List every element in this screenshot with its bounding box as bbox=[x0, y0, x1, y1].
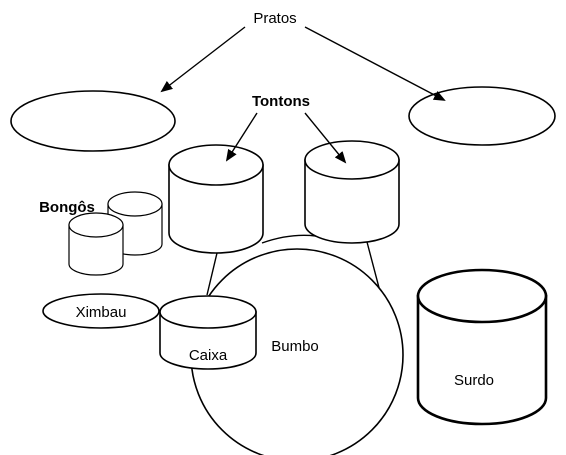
bongo-front-drum bbox=[68, 212, 124, 276]
arrow-pratos-right bbox=[304, 26, 446, 101]
ximbau-cymbal bbox=[42, 293, 160, 329]
prato-right-cymbal bbox=[408, 86, 556, 146]
label-tontons: Tontons bbox=[252, 93, 310, 110]
surdo-drum bbox=[416, 268, 548, 426]
arrow-pratos-left bbox=[160, 26, 246, 93]
tom-mount-arc bbox=[261, 234, 317, 244]
tom-left-stand-line bbox=[206, 252, 218, 296]
tom-right-drum bbox=[304, 140, 400, 244]
arrow-tontons-right bbox=[304, 112, 347, 164]
prato-left-cymbal bbox=[10, 90, 176, 152]
label-caixa: Caixa bbox=[189, 347, 228, 364]
arrow-tontons-left bbox=[225, 112, 258, 162]
label-pratos: Pratos bbox=[253, 10, 296, 27]
tom-left-drum bbox=[168, 144, 264, 254]
label-bongos: Bongôs bbox=[39, 199, 95, 216]
caixa-drum bbox=[159, 295, 257, 370]
label-bumbo: Bumbo bbox=[271, 338, 319, 355]
label-ximbau: Ximbau bbox=[76, 304, 127, 321]
label-surdo: Surdo bbox=[454, 372, 494, 389]
